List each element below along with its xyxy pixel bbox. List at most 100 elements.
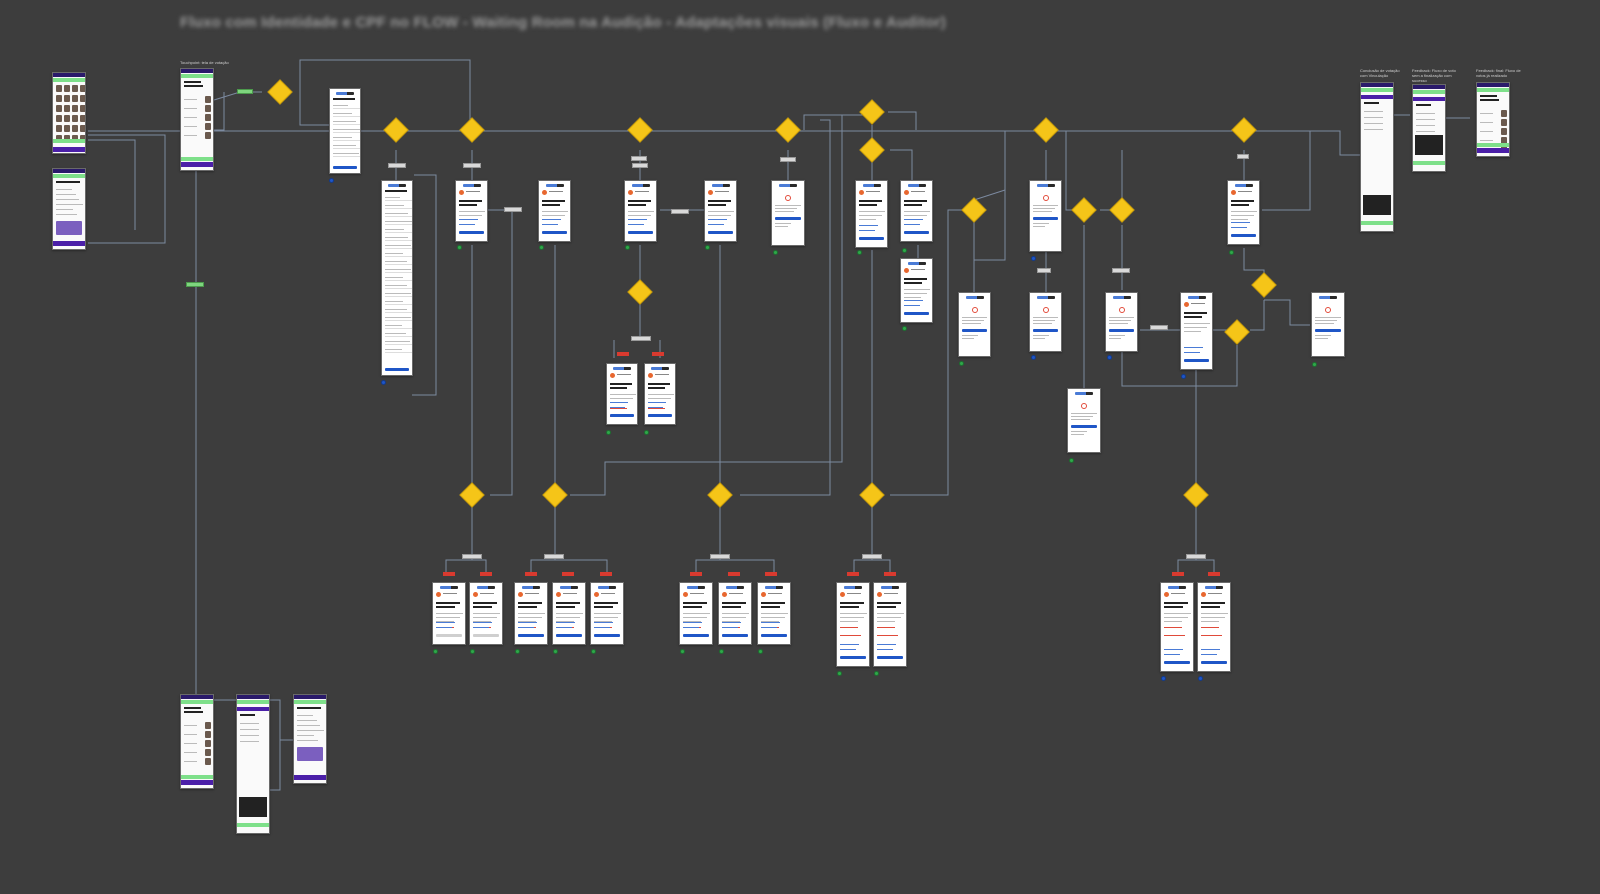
screen-frame[interactable] bbox=[381, 180, 413, 376]
success-dot-icon[interactable] bbox=[1229, 250, 1234, 255]
screen-frame[interactable] bbox=[1067, 388, 1101, 453]
success-dot-icon[interactable] bbox=[553, 649, 558, 654]
voting-screen[interactable] bbox=[293, 694, 327, 784]
success-dot-icon[interactable] bbox=[625, 245, 630, 250]
info-dot-icon[interactable] bbox=[1107, 355, 1112, 360]
success-dot-icon[interactable] bbox=[874, 671, 879, 676]
help-link[interactable] bbox=[708, 219, 727, 220]
video-thumb[interactable] bbox=[1363, 195, 1391, 215]
cta-strip[interactable] bbox=[1477, 143, 1509, 147]
screen-frame[interactable] bbox=[771, 180, 805, 246]
candidate-photo[interactable] bbox=[205, 96, 211, 103]
participant-photo[interactable] bbox=[56, 95, 62, 102]
help-link[interactable] bbox=[542, 224, 558, 225]
screen-frame[interactable] bbox=[552, 582, 586, 645]
help-link[interactable] bbox=[1201, 654, 1217, 655]
confirm-button[interactable] bbox=[556, 634, 582, 637]
help-link[interactable] bbox=[1201, 649, 1221, 650]
help-link[interactable] bbox=[473, 622, 493, 623]
form-field-input[interactable] bbox=[333, 124, 360, 125]
cta-strip[interactable] bbox=[53, 139, 85, 143]
screen-frame[interactable] bbox=[1311, 292, 1345, 357]
help-link[interactable] bbox=[904, 219, 923, 220]
voting-screen[interactable] bbox=[52, 168, 86, 250]
form-field-input[interactable] bbox=[385, 344, 412, 345]
help-link[interactable] bbox=[473, 627, 489, 628]
help-link[interactable] bbox=[594, 622, 614, 623]
screen-frame[interactable] bbox=[1197, 582, 1231, 672]
cta-strip[interactable] bbox=[237, 823, 269, 827]
help-link[interactable] bbox=[722, 622, 742, 623]
success-dot-icon[interactable] bbox=[591, 649, 596, 654]
form-field-input[interactable] bbox=[333, 140, 360, 141]
screen-frame[interactable] bbox=[1029, 180, 1062, 252]
participant-photo[interactable] bbox=[64, 105, 70, 112]
screen-frame[interactable] bbox=[469, 582, 503, 645]
cta-strip[interactable] bbox=[181, 157, 213, 161]
success-dot-icon[interactable] bbox=[959, 361, 964, 366]
success-dot-icon[interactable] bbox=[515, 649, 520, 654]
confirm-button[interactable] bbox=[1164, 661, 1190, 664]
help-link[interactable] bbox=[594, 627, 610, 628]
screen-frame[interactable] bbox=[900, 180, 933, 242]
screen-frame[interactable] bbox=[606, 363, 638, 425]
confirm-button[interactable] bbox=[761, 634, 787, 637]
help-link[interactable] bbox=[859, 225, 878, 226]
info-dot-icon[interactable] bbox=[1181, 374, 1186, 379]
help-link[interactable] bbox=[683, 622, 703, 623]
screen-frame[interactable] bbox=[590, 582, 624, 645]
help-link[interactable] bbox=[1164, 649, 1184, 650]
form-field-input[interactable] bbox=[385, 208, 412, 209]
candidate-photo[interactable] bbox=[205, 749, 211, 756]
participant-photo[interactable] bbox=[56, 125, 62, 132]
participant-photo[interactable] bbox=[64, 125, 70, 132]
help-link[interactable] bbox=[436, 627, 452, 628]
form-field-input[interactable] bbox=[385, 248, 412, 249]
voting-screen[interactable] bbox=[1412, 84, 1446, 172]
info-dot-icon[interactable] bbox=[329, 178, 334, 183]
form-field-input[interactable] bbox=[333, 108, 360, 109]
confirm-button[interactable] bbox=[473, 634, 499, 637]
form-field-input[interactable] bbox=[385, 216, 412, 217]
confirm-button[interactable] bbox=[683, 634, 709, 637]
form-field-input[interactable] bbox=[385, 336, 412, 337]
success-dot-icon[interactable] bbox=[902, 248, 907, 253]
help-link[interactable] bbox=[1231, 227, 1247, 228]
help-link[interactable] bbox=[1164, 654, 1180, 655]
voting-screen[interactable] bbox=[180, 694, 214, 789]
participant-photo[interactable] bbox=[56, 85, 62, 92]
voting-screen[interactable] bbox=[1360, 82, 1394, 232]
screen-frame[interactable] bbox=[718, 582, 752, 645]
participant-photo[interactable] bbox=[80, 85, 85, 92]
screen-frame[interactable] bbox=[624, 180, 657, 242]
candidate-photo[interactable] bbox=[205, 758, 211, 765]
help-link[interactable] bbox=[628, 219, 647, 220]
confirm-button[interactable] bbox=[722, 634, 748, 637]
help-link[interactable] bbox=[556, 627, 572, 628]
success-dot-icon[interactable] bbox=[902, 326, 907, 331]
screen-frame[interactable] bbox=[900, 258, 933, 323]
screen-frame[interactable] bbox=[855, 180, 888, 248]
help-link[interactable] bbox=[610, 402, 628, 403]
form-field-input[interactable] bbox=[385, 200, 412, 201]
help-link[interactable] bbox=[628, 224, 644, 225]
form-field-input[interactable] bbox=[385, 304, 412, 305]
form-field-input[interactable] bbox=[333, 156, 360, 157]
form-field-input[interactable] bbox=[385, 240, 412, 241]
candidate-photo[interactable] bbox=[1501, 110, 1507, 117]
form-field-input[interactable] bbox=[385, 280, 412, 281]
success-dot-icon[interactable] bbox=[758, 649, 763, 654]
confirm-button[interactable] bbox=[459, 231, 484, 234]
form-field-input[interactable] bbox=[333, 116, 360, 117]
help-link[interactable] bbox=[610, 407, 625, 408]
help-link[interactable] bbox=[708, 224, 724, 225]
help-link[interactable] bbox=[648, 407, 663, 408]
success-dot-icon[interactable] bbox=[1312, 362, 1317, 367]
vote-bar[interactable] bbox=[53, 241, 85, 246]
confirm-button[interactable] bbox=[1231, 234, 1256, 237]
vote-bar[interactable] bbox=[294, 775, 326, 780]
success-dot-icon[interactable] bbox=[433, 649, 438, 654]
participant-photo[interactable] bbox=[56, 105, 62, 112]
help-link[interactable] bbox=[459, 224, 475, 225]
confirm-button[interactable] bbox=[594, 634, 620, 637]
